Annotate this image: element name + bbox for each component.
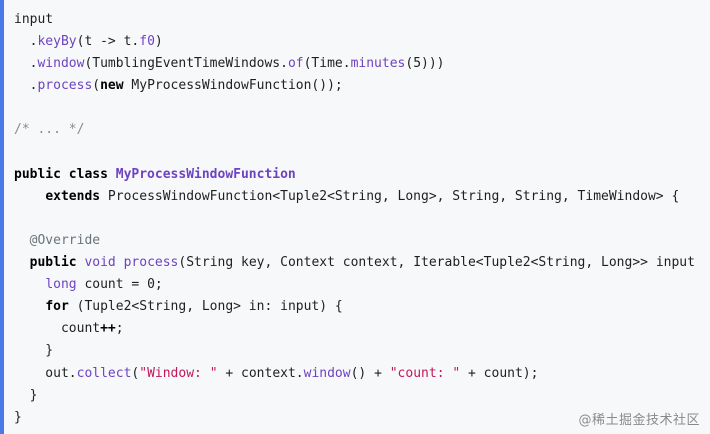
code-line: } — [14, 407, 695, 429]
code-line: .process(new MyProcessWindowFunction()); — [14, 75, 695, 97]
code-line: input — [14, 9, 695, 31]
code-token: window — [303, 365, 351, 381]
code-token: . — [14, 78, 38, 94]
code-line: out.collect("Window: " + context.window(… — [14, 363, 695, 385]
code-token: public — [29, 255, 77, 271]
code-token: (t -> t. — [76, 34, 140, 50]
code-line: count++; — [14, 318, 695, 340]
code-token: ++ — [100, 321, 116, 337]
code-line: for (Tuple2<String, Long> in: input) { — [14, 296, 695, 318]
code-token: "Window: " — [139, 365, 218, 381]
code-line: long count = 0; — [14, 274, 695, 296]
code-token: collect — [76, 365, 132, 381]
code-token — [116, 255, 124, 270]
code-token: public class — [14, 166, 108, 182]
code-token: of — [287, 56, 304, 72]
code-line: public class MyProcessWindowFunction — [14, 164, 695, 186]
code-token: f0 — [139, 34, 155, 50]
code-token: /* ... */ — [14, 122, 85, 138]
code-token: extends — [45, 188, 101, 204]
code-line: .keyBy(t -> t.f0) — [14, 31, 695, 53]
code-token: (5))) — [405, 56, 445, 72]
code-token — [14, 189, 45, 204]
code-line: } — [14, 340, 695, 362]
code-token — [14, 255, 30, 270]
code-token: + context. — [217, 365, 304, 381]
code-token: input — [14, 12, 54, 27]
code-token: "count: " — [389, 365, 461, 381]
code-line: @Override — [14, 230, 695, 252]
code-token: count = 0; — [76, 277, 163, 293]
code-token: long — [45, 277, 77, 293]
code-token: ProcessWindowFunction<Tuple2<String, Lon… — [100, 188, 680, 204]
code-token: . — [14, 56, 38, 72]
code-token: minutes — [350, 56, 406, 72]
code-token: out. — [14, 365, 77, 381]
code-token: } — [14, 409, 22, 425]
code-line: public void process(String key, Context … — [14, 252, 695, 274]
code-token: . — [14, 34, 38, 50]
code-token: (Tuple2<String, Long> in: input) { — [68, 299, 343, 315]
code-line — [14, 142, 695, 164]
code-token: ) — [154, 34, 163, 50]
code-token: MyProcessWindowFunction — [115, 166, 296, 182]
code-token: new — [100, 78, 124, 94]
code-token: (TumblingEventTimeWindows. — [84, 56, 288, 72]
code-token: (Time. — [303, 56, 351, 72]
code-line — [14, 97, 695, 119]
code-line: extends ProcessWindowFunction<Tuple2<Str… — [14, 186, 695, 208]
code-token: void — [84, 255, 116, 271]
code-token: (String key, Context context, Iterable<T… — [178, 255, 695, 271]
code-token: () + — [350, 365, 390, 381]
code-token: process — [123, 255, 179, 271]
code-token: } — [14, 343, 54, 359]
code-token — [14, 299, 45, 314]
code-token: ( — [92, 78, 101, 94]
code-token: @Override — [29, 232, 101, 248]
code-line: } — [14, 385, 695, 407]
code-line — [14, 208, 695, 230]
code-token — [108, 167, 116, 182]
code-token: keyBy — [37, 34, 77, 50]
code-token: for — [45, 299, 69, 315]
code-token — [14, 277, 45, 292]
code-token: + count); — [460, 365, 539, 381]
code-token: MyProcessWindowFunction()); — [123, 78, 343, 94]
code-token: window — [37, 56, 85, 72]
code-token: } — [14, 387, 38, 403]
code-token: ; — [115, 321, 124, 337]
watermark: @稀土掘金技术社区 — [578, 413, 700, 428]
code-line: /* ... */ — [14, 119, 695, 141]
code-token — [14, 233, 30, 248]
code-token: ( — [131, 365, 140, 381]
code-line: .window(TumblingEventTimeWindows.of(Time… — [14, 53, 695, 75]
code-token: count — [14, 321, 101, 337]
code-listing: input .keyBy(t -> t.f0) .window(Tumbling… — [14, 9, 695, 429]
code-token: process — [37, 78, 93, 94]
